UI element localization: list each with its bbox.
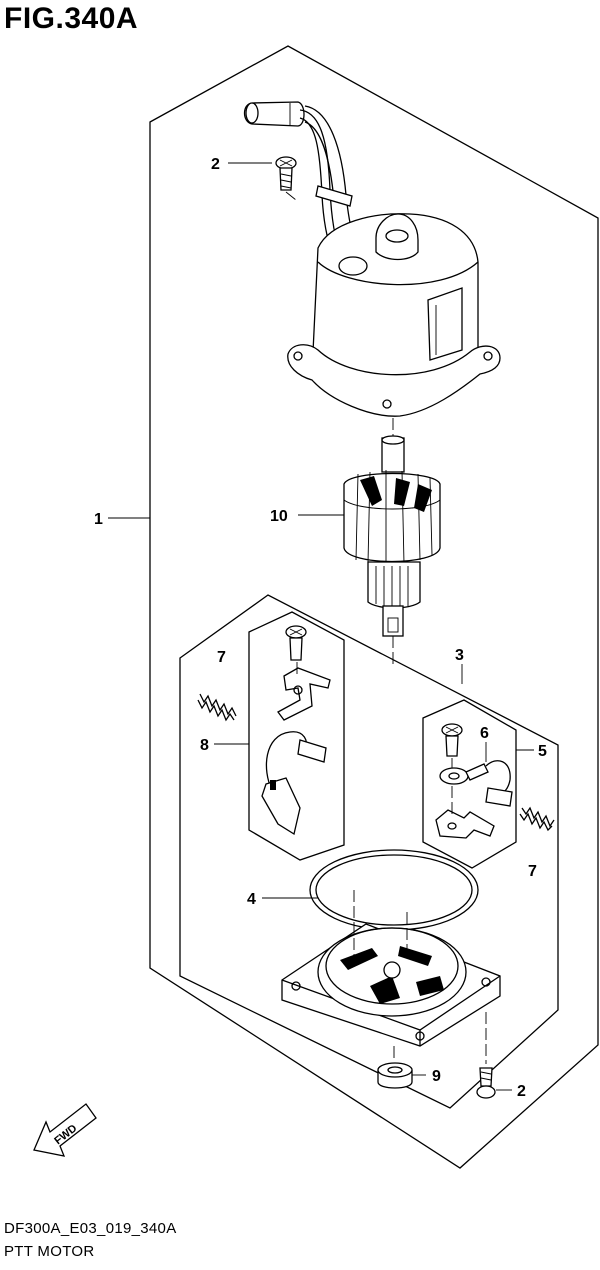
fwd-arrow-icon: FWD [33, 1103, 97, 1157]
screw-2-top [275, 156, 297, 191]
seal-9 [377, 1062, 413, 1089]
armature-10 [343, 435, 441, 637]
callout-1: 1 [94, 511, 103, 528]
callout-8: 8 [200, 737, 209, 754]
callout-7-right: 7 [528, 863, 537, 880]
callout-7-left: 7 [217, 649, 226, 666]
spring-7-left [197, 693, 237, 722]
callout-10: 10 [270, 508, 288, 525]
spring-7-right [519, 806, 555, 832]
callout-2-top: 2 [211, 156, 220, 173]
leader-lines [108, 162, 534, 1091]
brush-assembly-8 [261, 625, 331, 836]
callout-4: 4 [247, 891, 256, 908]
alignment-lines [285, 191, 487, 1064]
screw-2-bottom [476, 1067, 496, 1099]
figure-code: DF300A_E03_019_340A [4, 1220, 177, 1237]
callout-9: 9 [432, 1068, 441, 1085]
brush-plate-base [281, 923, 501, 1047]
callout-6: 6 [480, 725, 489, 742]
figure-name: PTT MOTOR [4, 1243, 95, 1260]
brush-group-8 [248, 611, 345, 861]
figure-title: FIG.340A [4, 2, 139, 35]
o-ring-4 [309, 849, 479, 931]
callout-3: 3 [455, 647, 464, 664]
motor-housing [243, 101, 501, 417]
brush-group-5 [422, 699, 517, 869]
assembly-boundary-1 [149, 45, 599, 1169]
callout-2-bottom: 2 [517, 1083, 526, 1100]
callout-5: 5 [538, 743, 547, 760]
brush-assembly-5 [435, 723, 513, 839]
assembly-boundary-3 [179, 594, 559, 1109]
